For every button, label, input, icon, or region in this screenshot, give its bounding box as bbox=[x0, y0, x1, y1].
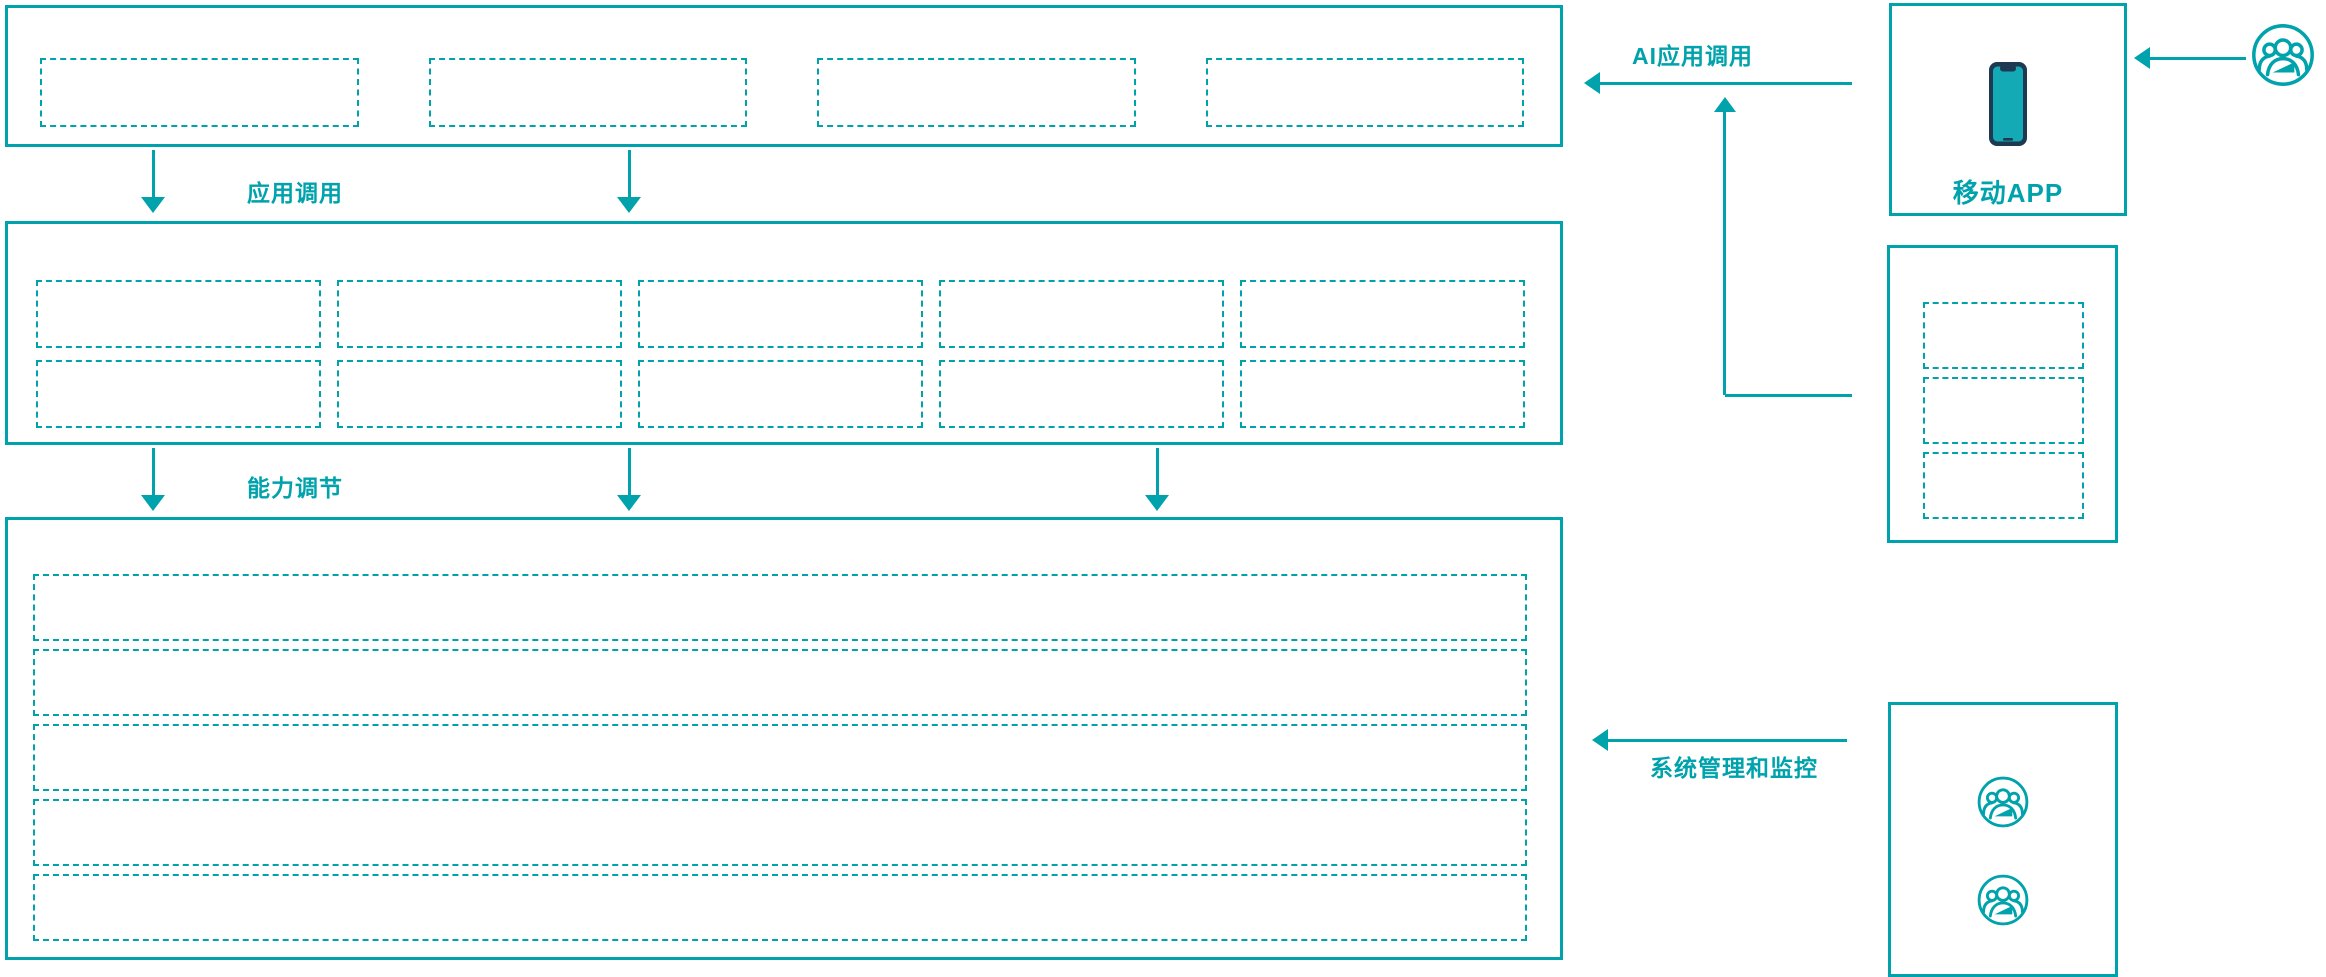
resource-placeholder-row bbox=[33, 574, 1527, 641]
capability-placeholder-slot bbox=[939, 280, 1224, 348]
service-placeholder-slot bbox=[1923, 302, 2084, 369]
system-monitor-arrow bbox=[1592, 729, 1847, 751]
app-call-label: 应用调用 bbox=[247, 180, 343, 206]
arrowhead-down-icon bbox=[1145, 495, 1169, 511]
user-arrow bbox=[2134, 47, 2246, 69]
system-monitor-label: 系统管理和监控 bbox=[1650, 755, 1818, 781]
application-placeholder-slot bbox=[817, 58, 1136, 127]
resource-placeholder-row bbox=[33, 649, 1527, 716]
ai-app-call-label: AI应用调用 bbox=[1632, 43, 1753, 69]
arrowhead-down-icon bbox=[617, 197, 641, 213]
capability-layer-box bbox=[5, 221, 1563, 445]
capability-placeholder-slot bbox=[638, 280, 923, 348]
service-placeholder-slot bbox=[1923, 377, 2084, 444]
service-box bbox=[1887, 245, 2118, 543]
arrowhead-up-icon bbox=[1714, 97, 1736, 112]
arrowhead-down-icon bbox=[141, 197, 165, 213]
application-placeholder-slot bbox=[1205, 58, 1524, 127]
capability-row bbox=[36, 360, 1525, 428]
capability-placeholder-slot bbox=[638, 360, 923, 428]
capability-placeholder-slot bbox=[337, 360, 622, 428]
capability-placeholder-slot bbox=[1240, 360, 1525, 428]
feedback-arrow-stem bbox=[1723, 112, 1726, 395]
resource-layer-box bbox=[5, 517, 1563, 960]
down-arrow bbox=[617, 448, 641, 511]
capability-placeholder-slot bbox=[1240, 280, 1525, 348]
arrowhead-left-icon bbox=[2134, 47, 2150, 69]
capability-placeholder-slot bbox=[337, 280, 622, 348]
capability-row bbox=[36, 280, 1525, 348]
resource-placeholder-row bbox=[33, 799, 1527, 866]
resource-placeholder-row bbox=[33, 874, 1527, 941]
application-placeholder-slot bbox=[40, 58, 359, 127]
down-arrow bbox=[141, 150, 165, 213]
application-placeholder-slot bbox=[428, 58, 747, 127]
mobile-app-label: 移动APP bbox=[1952, 178, 2064, 208]
capability-placeholder-slot bbox=[36, 360, 321, 428]
capability-placeholder-slot bbox=[36, 280, 321, 348]
user-group-icon bbox=[1977, 874, 2029, 926]
service-placeholder-slot bbox=[1923, 452, 2084, 519]
mobile-app-box: 移动APP bbox=[1889, 3, 2127, 216]
user-group-icon bbox=[1977, 776, 2029, 828]
ai-call-arrow bbox=[1584, 72, 1852, 94]
down-arrow bbox=[617, 150, 641, 213]
capability-placeholder-slot bbox=[939, 360, 1224, 428]
feedback-arrow-elbow bbox=[1725, 394, 1852, 397]
admin-box bbox=[1888, 702, 2118, 977]
capability-adjust-label: 能力调节 bbox=[247, 475, 343, 501]
arrowhead-left-icon bbox=[1592, 729, 1608, 751]
arrowhead-down-icon bbox=[141, 495, 165, 511]
application-layer-box bbox=[5, 5, 1563, 147]
user-group-icon bbox=[2252, 24, 2314, 86]
resource-placeholder-row bbox=[33, 724, 1527, 791]
arrowhead-left-icon bbox=[1584, 72, 1600, 94]
smartphone-icon bbox=[1989, 62, 2027, 146]
down-arrow bbox=[1145, 448, 1169, 511]
arrowhead-down-icon bbox=[617, 495, 641, 511]
down-arrow bbox=[141, 448, 165, 511]
